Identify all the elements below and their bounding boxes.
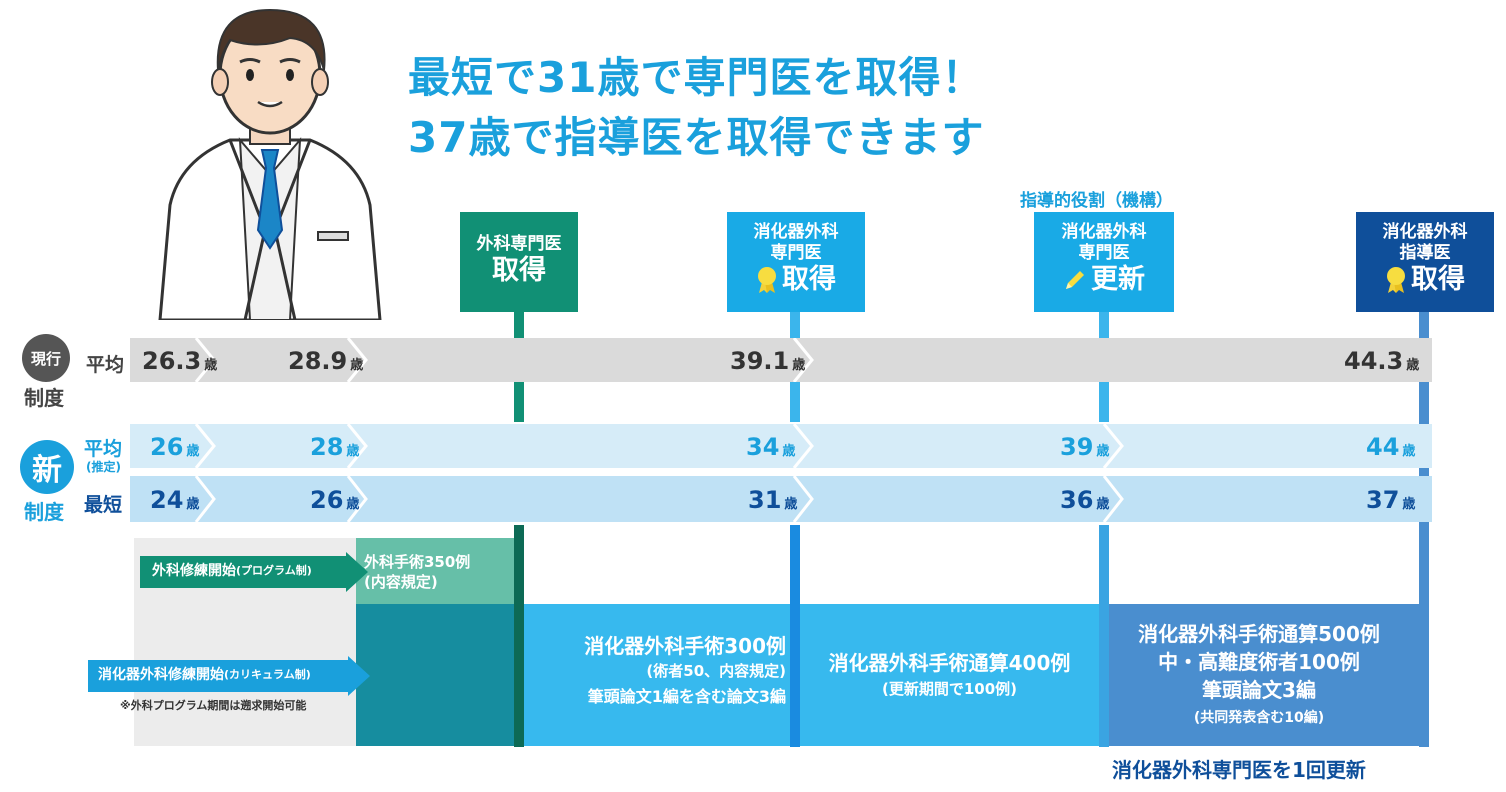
milestone-surgery-specialist-label: 外科専門医 — [476, 234, 562, 254]
new-system-badge: 新 — [20, 440, 74, 494]
gi-requirement-panel-3 — [1109, 604, 1419, 746]
milestone-caption: 指導的役割（機構） — [1020, 191, 1173, 211]
milestone-surgery-specialist-action: 取得 — [492, 255, 546, 286]
headline-line-2: 37歳で指導医を取得できます — [408, 113, 985, 162]
retroactive-note: ※外科プログラム期間は遡求開始可能 — [120, 699, 307, 712]
doctor-illustration — [158, 8, 382, 320]
new-min-label: 最短 — [84, 494, 123, 516]
medal-icon — [758, 267, 776, 293]
surgery-start-arrow — [140, 552, 368, 592]
gi-start-arrow — [88, 656, 370, 696]
milestone-gi-instructor-label-2: 指導医 — [1399, 243, 1451, 263]
milestone-gi-instructor-label-1: 消化器外科 — [1382, 222, 1468, 242]
stem-gi-instructor — [1419, 312, 1429, 747]
surgery-start-label: 外科修練開始(プログラム制) — [152, 563, 312, 579]
milestone-gi-specialist-action: 取得 — [782, 264, 836, 295]
gi-requirement-text-2: 消化器外科手術通算400例 (更新期間で100例) — [828, 651, 1071, 698]
new-system-bands — [130, 424, 1432, 523]
gi-requirement-panel-2 — [800, 604, 1099, 746]
milestone-gi-specialist-label-2: 専門医 — [770, 243, 822, 263]
current-system-label: 制度 — [24, 386, 64, 410]
milestone-gi-specialist: 消化器外科 専門医 取得 — [727, 212, 865, 312]
milestone-gi-renewal: 消化器外科 専門医 更新 — [1034, 212, 1174, 312]
milestone-gi-renewal-label-1: 消化器外科 — [1061, 222, 1147, 242]
stem-gi-specialist-lower — [790, 525, 800, 747]
stem-surgery-specialist-lower — [514, 525, 524, 747]
gi-requirement-text-1: 消化器外科手術300例 (術者50、内容規定) 筆頭論文1編を含む論文3編 — [584, 634, 786, 706]
gi-requirement-panel-1 — [524, 604, 790, 746]
milestone-gi-instructor-action: 取得 — [1411, 264, 1465, 295]
milestone-gi-specialist-label-1: 消化器外科 — [753, 222, 839, 242]
new-avg-sub-label: (推定) — [86, 460, 121, 474]
current-avg-label: 平均 — [86, 354, 125, 376]
medal-icon — [1387, 267, 1405, 293]
stem-gi-renewal-lower — [1099, 525, 1109, 747]
surgery-overlap-panel — [356, 604, 514, 746]
milestone-surgery-specialist: 外科専門医 取得 — [460, 212, 578, 312]
milestone-gi-renewal-label-2: 専門医 — [1078, 243, 1130, 263]
headline-line-1: 最短で31歳で専門医を取得！ — [408, 53, 985, 102]
gi-start-label: 消化器外科修練開始(カリキュラム制) — [98, 667, 311, 683]
surgery-requirement-panel — [356, 538, 514, 604]
milestone-gi-renewal-action: 更新 — [1091, 264, 1145, 295]
current-system-badge: 現行 — [22, 334, 70, 382]
surgery-requirement-text: 外科手術350例 (内容規定) — [364, 553, 471, 591]
renewal-footer: 消化器外科専門医を1回更新 — [1112, 758, 1366, 782]
gi-requirement-text-3: 消化器外科手術通算500例 中・高難度術者100例 筆頭論文3編 (共同発表含む… — [1138, 622, 1380, 726]
current-system-band — [130, 338, 1432, 382]
new-avg-label: 平均 — [84, 438, 123, 460]
pencil-icon — [1066, 271, 1084, 289]
new-system-label: 制度 — [24, 500, 64, 524]
milestone-gi-instructor: 消化器外科 指導医 取得 — [1356, 212, 1494, 312]
